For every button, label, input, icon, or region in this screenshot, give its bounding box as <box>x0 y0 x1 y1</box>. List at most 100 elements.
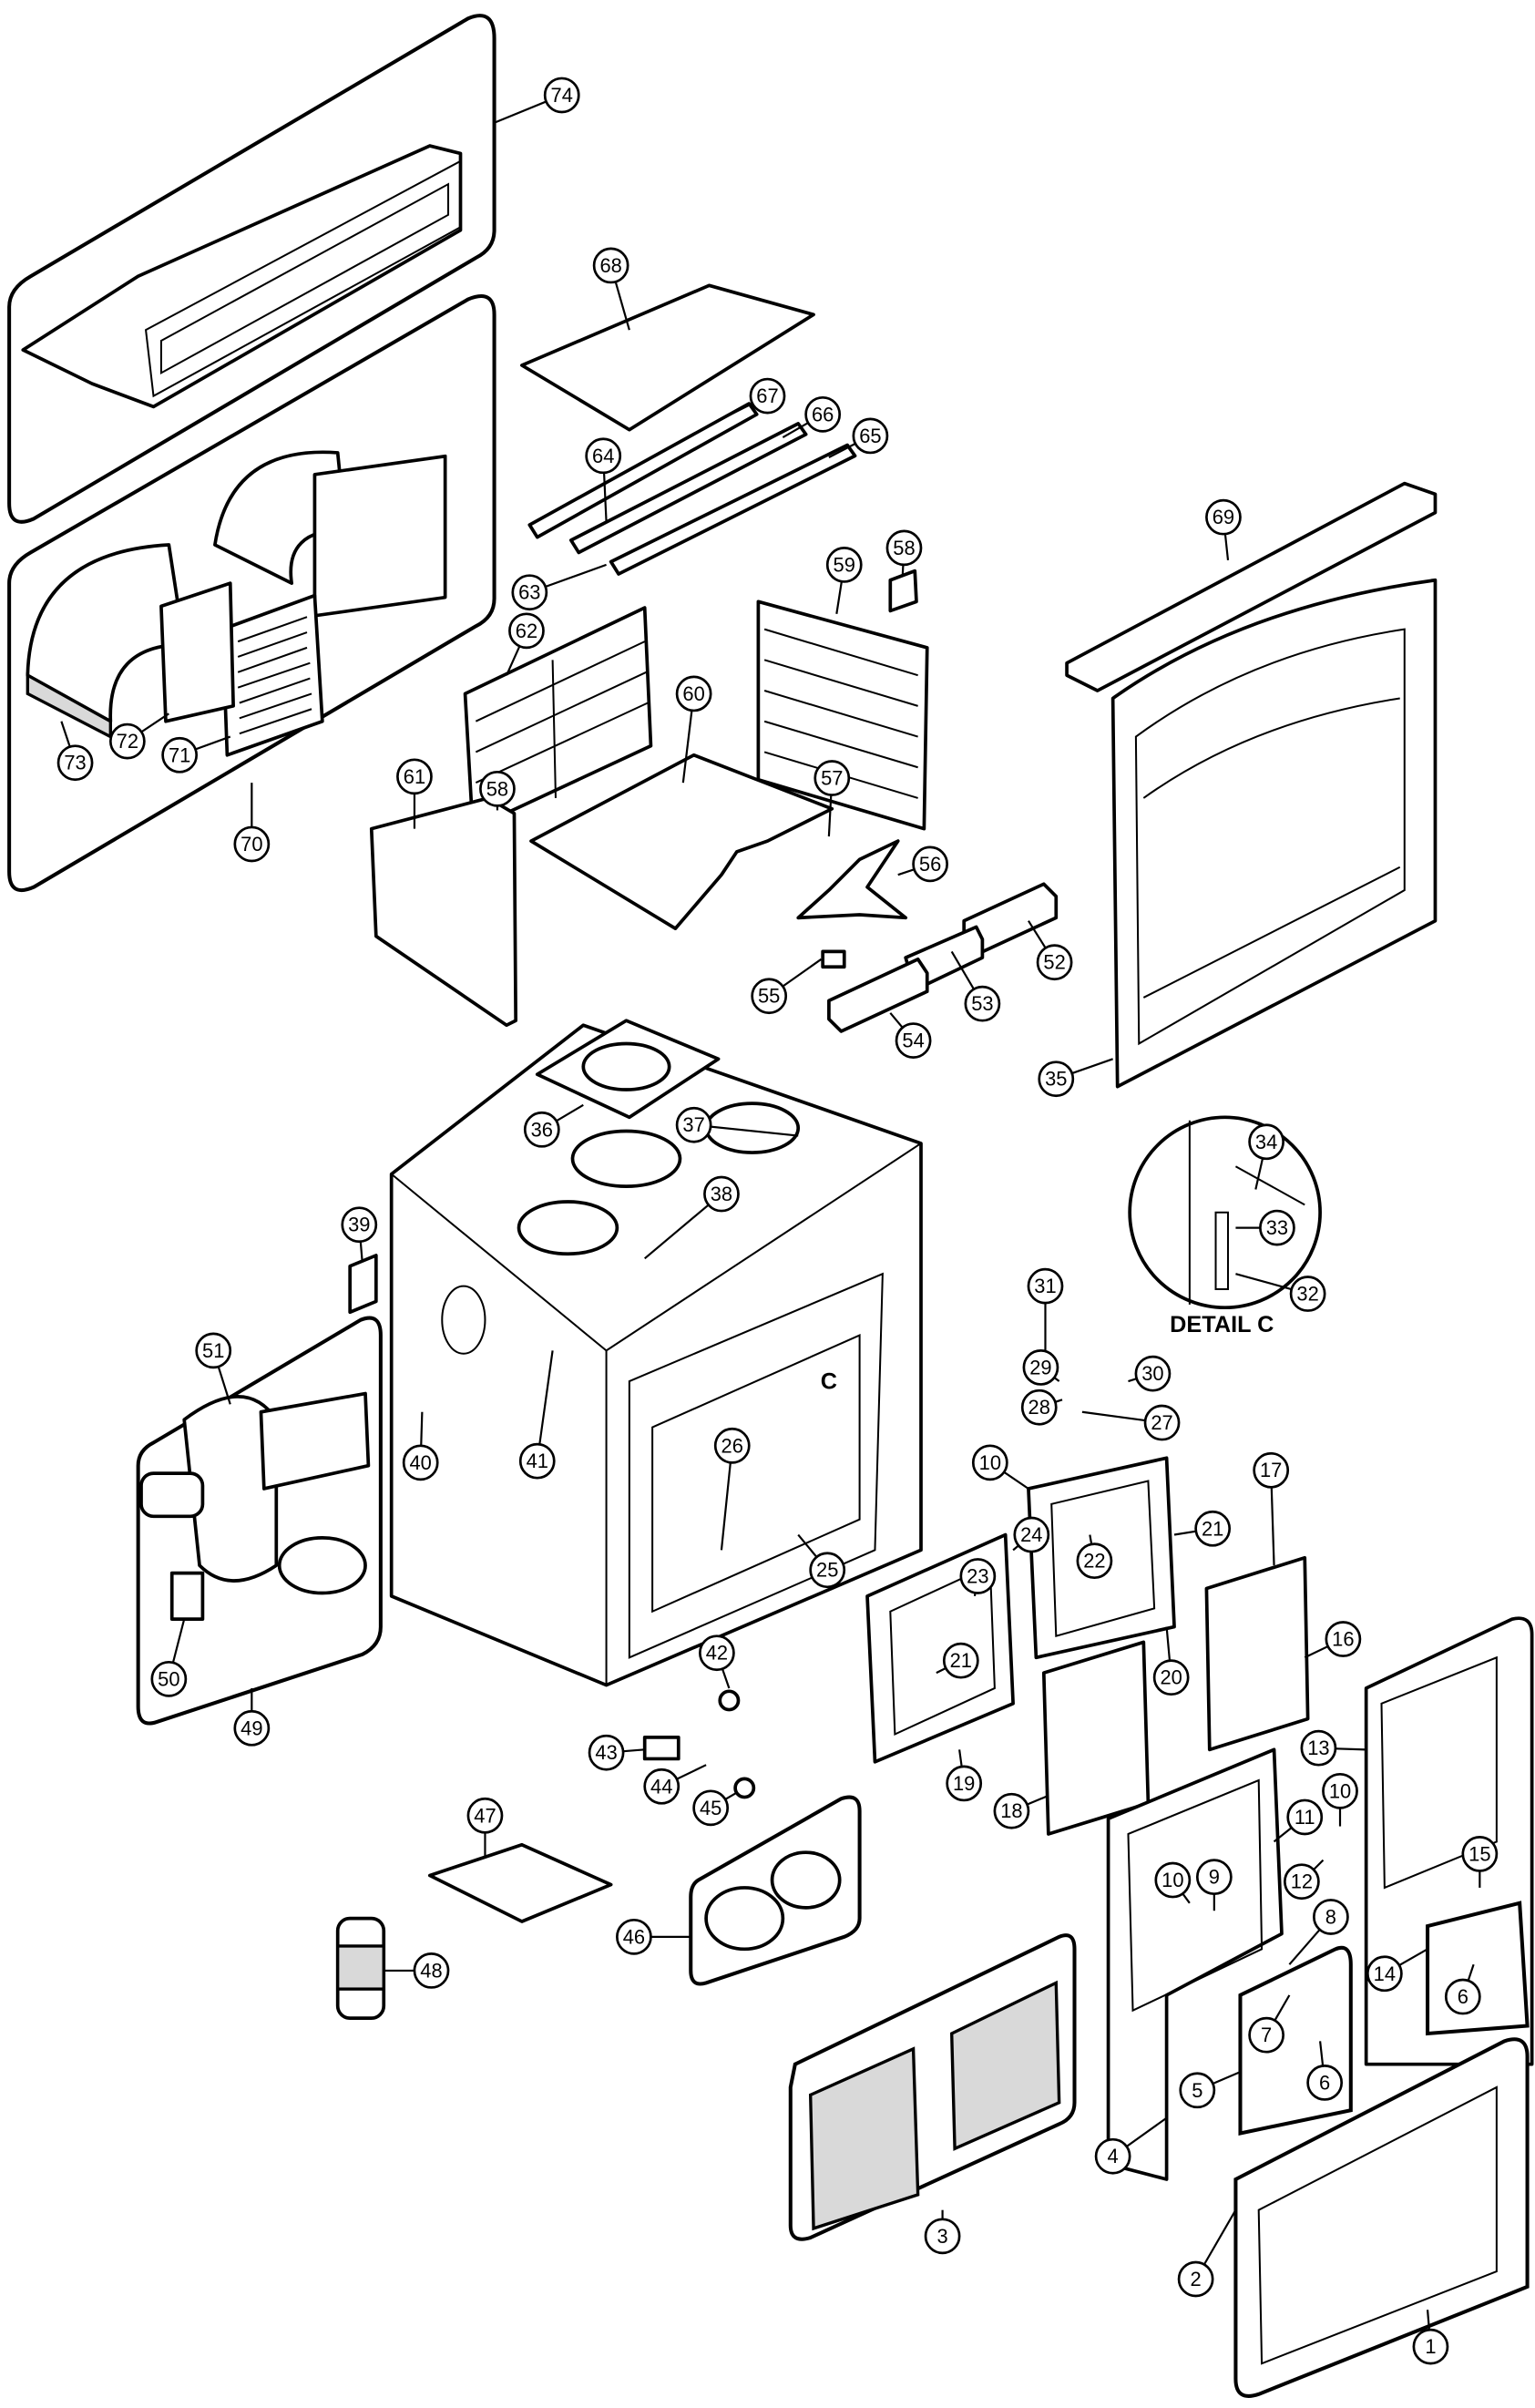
callout-circle <box>585 437 622 475</box>
callout-circle <box>543 77 580 114</box>
callout-number: 1 <box>1425 2335 1436 2358</box>
callout-74: 74 <box>543 77 580 114</box>
firebox-body-edges <box>391 1143 922 1686</box>
callout-circle <box>1444 1978 1481 2015</box>
callout-circle <box>1027 1267 1064 1305</box>
door-13-inner <box>1380 1655 1498 1890</box>
callout-circle <box>1194 1510 1232 1547</box>
callout-number: 49 <box>240 1716 262 1739</box>
callout-number: 38 <box>711 1183 732 1205</box>
callout-number: 36 <box>531 1118 553 1141</box>
callout-number: 17 <box>1260 1459 1282 1481</box>
callout-43: 43 <box>588 1734 625 1771</box>
callout-73: 73 <box>56 744 94 782</box>
box-72 <box>159 581 235 723</box>
callout-number: 23 <box>967 1564 988 1587</box>
callout-3: 3 <box>924 2218 961 2255</box>
callout-21: 21 <box>1194 1510 1232 1547</box>
blower-46 <box>704 1886 785 1952</box>
callout-4: 4 <box>1094 2137 1131 2175</box>
callout-number: 61 <box>404 765 425 788</box>
callout-27: 27 <box>1143 1404 1181 1441</box>
callout-number: 56 <box>919 853 941 876</box>
callout-circle <box>804 395 842 433</box>
bracket-39 <box>348 1254 378 1315</box>
brick-58 <box>888 569 918 613</box>
glass-16 <box>1204 1555 1310 1752</box>
blower-51 <box>182 1395 279 1583</box>
callout-38: 38 <box>703 1175 740 1213</box>
callout-circle <box>946 1765 983 1802</box>
callout-26: 26 <box>713 1427 751 1464</box>
callout-number: 54 <box>902 1030 924 1052</box>
callout-circle <box>1300 1729 1337 1767</box>
callout-circle <box>1152 1659 1190 1696</box>
callout-number: 29 <box>1029 1356 1051 1378</box>
firebox-body-36 <box>389 1023 923 1687</box>
callout-circle <box>964 985 1001 1022</box>
callout-number: 62 <box>516 620 537 642</box>
callout-circle <box>1289 1276 1326 1312</box>
callout-number: 15 <box>1468 1842 1490 1865</box>
callout-circle <box>814 760 851 796</box>
callout-number: 5 <box>1192 2079 1202 2102</box>
callout-7: 7 <box>1248 2016 1285 2054</box>
callout-circle <box>108 722 146 760</box>
grille-upper <box>312 454 447 618</box>
callout-circle <box>341 1206 378 1244</box>
callout-circle <box>479 770 516 807</box>
callout-72: 72 <box>108 722 146 760</box>
door-frame-21-right-inner <box>1050 1480 1156 1638</box>
callout-17: 17 <box>1253 1451 1290 1489</box>
callout-circle <box>1013 1516 1050 1553</box>
callout-56: 56 <box>912 845 948 883</box>
switch-43 <box>642 1736 681 1761</box>
callout-69: 69 <box>1205 498 1242 536</box>
callout-16: 16 <box>1325 1621 1362 1657</box>
callout-number: 27 <box>1151 1411 1172 1434</box>
callout-circle <box>675 1106 712 1143</box>
callout-8: 8 <box>1313 1899 1349 1935</box>
door-frame-35-inner <box>1134 628 1406 1046</box>
callout-number: 45 <box>700 1797 721 1819</box>
callout-circle <box>1248 2016 1285 2054</box>
callout-59: 59 <box>825 547 863 583</box>
callout-circle <box>749 377 786 415</box>
callout-number: 19 <box>953 1772 975 1795</box>
tube-67 <box>527 402 759 539</box>
floor-60 <box>529 753 834 930</box>
can-48-label <box>336 1944 385 1991</box>
callout-circle <box>592 247 629 284</box>
callout-53: 53 <box>964 985 1001 1022</box>
callout-number: 67 <box>756 384 778 407</box>
brick-panel-59-lines <box>763 628 918 799</box>
callout-number: 58 <box>486 777 508 800</box>
callout-number: 44 <box>650 1775 672 1798</box>
callout-52: 52 <box>1036 944 1073 981</box>
callout-number: 28 <box>1028 1396 1050 1419</box>
callout-10: 10 <box>1154 1861 1192 1899</box>
door-11-inner <box>1127 1778 1264 2013</box>
callout-number: 10 <box>979 1451 1001 1474</box>
door-frame-21-left-inner <box>889 1563 996 1737</box>
detail-c-hinge <box>1188 1120 1305 1305</box>
blower-51-ring <box>277 1536 367 1595</box>
bracket-50 <box>169 1571 205 1622</box>
callout-33: 33 <box>1259 1209 1295 1246</box>
callout-circle <box>713 1427 751 1464</box>
callout-47: 47 <box>466 1797 504 1834</box>
knockout-40 <box>441 1285 486 1355</box>
grille-71-slats <box>237 616 312 735</box>
callout-number: 30 <box>1141 1362 1163 1385</box>
callout-number: 68 <box>599 254 621 277</box>
callout-number: 18 <box>1000 1799 1022 1822</box>
callout-number: 72 <box>117 730 138 753</box>
callout-circle <box>959 1558 997 1594</box>
callout-number: 57 <box>821 767 843 790</box>
callout-number: 40 <box>410 1451 432 1474</box>
callout-circle <box>466 1797 504 1834</box>
callout-10: 10 <box>1322 1772 1358 1809</box>
callout-circle <box>699 1634 735 1672</box>
board-68 <box>520 283 815 432</box>
elbow-73 <box>26 543 187 723</box>
